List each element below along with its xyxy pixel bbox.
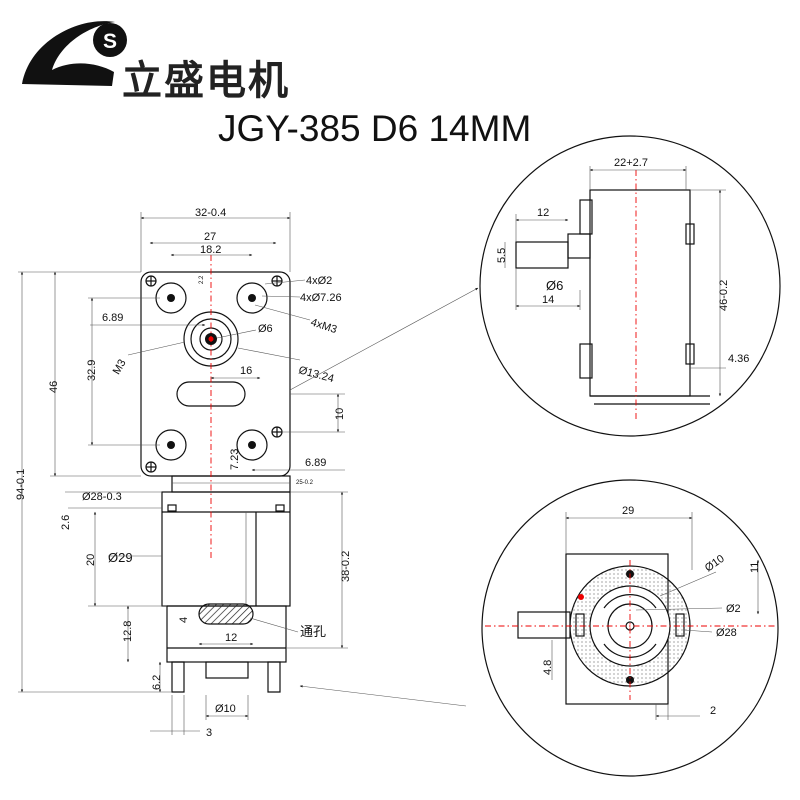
terminal-left — [171, 661, 185, 693]
side-dim-4-36: 4.36 — [728, 353, 749, 365]
dim-hole-small: 4xØ2 — [306, 275, 332, 287]
side-dim-46: 46-0.2 — [718, 280, 730, 311]
dim-hole-large: 4xØ7.26 — [300, 292, 342, 304]
bottom-dim-28: Ø28 — [716, 627, 737, 639]
bottom-dim-10: Ø10 — [703, 553, 727, 575]
bottom-dim-11: 11 — [749, 562, 761, 573]
motor-body — [161, 491, 291, 607]
bottom-dim-4-8: 4.8 — [542, 660, 554, 675]
side-detail-view: 22+2.7 12 5.5 Ø6 14 46-0.2 4.36 — [479, 135, 781, 437]
bottom-dim-29: 29 — [622, 505, 634, 517]
dim-12-8: 12.8 — [122, 621, 134, 642]
front-view: 32-0.4 27 18.2 2.2 4xØ2 4xØ7.26 4xM3 6.8… — [15, 207, 352, 739]
dim-width-total: 32-0.4 — [195, 207, 226, 219]
dim-4: 4 — [178, 617, 190, 623]
bottom-detail-view: 29 Ø10 11 Ø2 Ø28 4.8 2 — [481, 479, 779, 777]
brand-logo: S — [22, 21, 127, 86]
corner-screw-marks — [145, 275, 283, 473]
dim-lower-723: 7.23 — [229, 449, 241, 470]
motor-collar — [171, 475, 291, 493]
dim-lower-689: 6.89 — [305, 457, 326, 469]
side-dim-shaft: Ø6 — [546, 278, 563, 293]
label-through-hole: 通孔 — [300, 624, 326, 639]
dim-shaft-dia: Ø6 — [258, 323, 273, 335]
side-dim-5-5: 5.5 — [496, 248, 508, 263]
through-hole-hatched — [198, 603, 254, 625]
dim-motor-29: Ø29 — [108, 550, 133, 565]
dim-tiny-25: 25-0.2 — [296, 480, 314, 486]
side-dim-14: 14 — [542, 294, 554, 306]
dim-shaft-offset: 6.89 — [102, 312, 123, 324]
dim-6-2: 6.2 — [151, 675, 163, 690]
dim-3: 3 — [206, 727, 212, 739]
dim-left-46: 46 — [48, 381, 60, 393]
dim-dia-10: Ø10 — [215, 703, 236, 715]
dim-12: 12 — [225, 632, 237, 644]
bottom-dim-2b: 2 — [710, 705, 716, 717]
dim-width-inner: 18.2 — [200, 244, 221, 256]
dim-left-329: 32.9 — [86, 360, 98, 381]
dim-gap-10: 10 — [334, 408, 346, 420]
dim-2-6: 2.6 — [60, 515, 72, 530]
dim-screws: 4xM3 — [309, 316, 338, 336]
dim-20: 20 — [85, 554, 97, 566]
dim-top-offset: 2.2 — [199, 275, 205, 284]
gearbox-plate — [140, 271, 291, 477]
dim-motor-38: 38-0.2 — [340, 551, 352, 582]
logo-letter: S — [103, 30, 117, 53]
dim-boss-dia: Ø13.24 — [297, 364, 335, 385]
terminal-right — [267, 661, 281, 693]
side-dim-22: 22+2.7 — [614, 157, 648, 169]
dim-width-holes: 27 — [204, 231, 216, 243]
dim-total-94: 94-0.1 — [15, 469, 27, 500]
product-title: JGY-385 D6 14MM — [218, 108, 532, 149]
bottom-dim-2: Ø2 — [726, 603, 741, 615]
dim-m3: M3 — [111, 357, 129, 376]
mounting-holes — [155, 282, 268, 461]
brand-name: 立盛电机 — [122, 58, 290, 104]
side-dim-12: 12 — [537, 207, 549, 219]
dim-motor-28: Ø28-0.3 — [82, 491, 122, 503]
dim-slot-len: 16 — [240, 365, 252, 377]
